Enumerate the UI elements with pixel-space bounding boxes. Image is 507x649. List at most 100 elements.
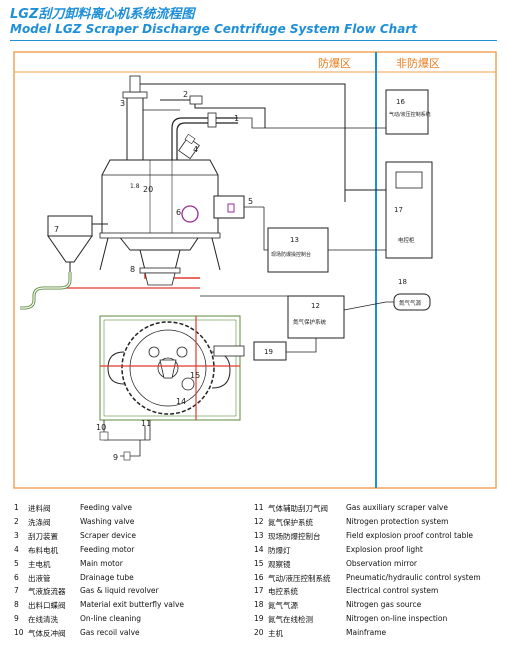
legend-item-english: Feeding motor — [80, 544, 135, 554]
legend-item-number: 16 — [254, 572, 264, 582]
label-18: 18 — [398, 278, 407, 286]
legend-item-english: On-line cleaning — [80, 614, 142, 624]
legend-item-english: Nitrogen on-line inspection — [346, 614, 448, 624]
legend-item-number: 2 — [14, 516, 19, 526]
legend-item: 20 主机 Mainframe — [254, 628, 494, 642]
legend-item-english: Feeding valve — [80, 503, 133, 512]
cleaning-valve — [123, 451, 131, 461]
box-16-number: 16 — [396, 98, 405, 106]
legend-item-number: 19 — [254, 614, 264, 624]
label-1: 1 — [234, 114, 239, 123]
legend-item-chinese: 气液旋流器 — [28, 587, 66, 597]
label-1-8: 1.8 — [130, 183, 140, 190]
box-17-number: 17 — [394, 206, 403, 214]
legend-item-english: Pneumatic/hydraulic control system — [346, 572, 481, 582]
legend-item-chinese: 出料口蝶阀 — [28, 601, 66, 611]
legend-item-number: 8 — [14, 600, 19, 610]
legend-item-number: 9 — [14, 614, 19, 624]
legend-item-chinese: 主机 — [268, 629, 283, 639]
legend-item-english: Scraper device — [80, 530, 137, 540]
discharge-butterfly-valve — [139, 267, 181, 286]
box-16-pneumatic — [385, 89, 429, 135]
legend-item-chinese: 气体辅助刮刀气阀 — [268, 504, 328, 513]
label-20: 20 — [143, 185, 153, 194]
legend-item: 12 氮气保护系统 Nitrogen protection system — [254, 517, 494, 531]
legend-item: 19 氮气在线检测 Nitrogen on-line inspection — [254, 614, 494, 628]
label-8: 8 — [130, 265, 135, 274]
box-13-field-console — [267, 227, 329, 273]
legend-item-english: Washing valve — [80, 516, 135, 526]
box-19-number: 19 — [264, 348, 273, 356]
legend-item-english: Gas auxiliary scraper valve — [346, 503, 448, 512]
zone-label-explosion-proof: 防爆区 — [318, 56, 351, 70]
control-line-top — [140, 83, 346, 202]
label-14: 14 — [176, 397, 186, 406]
legend-item: 3 刮刀装置 Scraper device — [14, 531, 249, 545]
legend-item-english: Nitrogen gas source — [346, 600, 422, 610]
legend-item-english: Material exit butterfly valve — [80, 600, 184, 610]
box-12-nitrogen-protection — [287, 295, 345, 339]
legend-item-english: Drainage tube — [80, 572, 134, 582]
legend-item-number: 20 — [254, 628, 264, 638]
legend-item-chinese: 电控系统 — [268, 587, 298, 597]
legend-item-number: 12 — [254, 516, 264, 526]
label-7: 7 — [54, 225, 59, 234]
line-5-13 — [263, 207, 268, 251]
legend-item-chinese: 观察镜 — [268, 559, 291, 569]
legend-item-chinese: 布料电机 — [28, 545, 58, 555]
title-chinese: LGZ刮刀卸料离心机系统流程图 — [10, 7, 195, 22]
box-18-text: 氮气气源 — [399, 299, 422, 307]
legend-item-number: 17 — [254, 586, 264, 596]
label-11: 11 — [141, 419, 151, 428]
line-12-19 — [286, 338, 317, 353]
legend-item-number: 14 — [254, 544, 264, 554]
washing-line — [160, 95, 266, 128]
legend-item-chinese: 防爆灯 — [268, 545, 291, 555]
label-2: 2 — [183, 90, 188, 99]
legend-item-english: Nitrogen protection system — [346, 516, 449, 526]
legend-item-number: 6 — [14, 572, 19, 582]
box-19-inspection — [253, 341, 287, 361]
line-1-16 — [238, 117, 386, 129]
feeding-pipe — [171, 112, 238, 160]
mainframe — [99, 159, 221, 271]
legend-item-number: 5 — [14, 558, 19, 568]
legend-item-chinese: 刮刀装置 — [28, 531, 58, 541]
box-12-text: 氮气保护系统 — [293, 318, 327, 326]
label-9: 9 — [113, 453, 118, 462]
legend-item-number: 7 — [14, 586, 19, 596]
legend-item-chinese: 气动/液压控制系统 — [268, 573, 331, 583]
line-12-18 — [343, 301, 394, 311]
box-16-text: 气动/液压控制系统 — [389, 111, 431, 118]
cabinet-display — [395, 171, 423, 189]
title-english: Model LGZ Scraper Discharge Centrifuge S… — [10, 22, 417, 36]
legend-item-number: 15 — [254, 558, 264, 568]
legend-item-english: Field explosion proof control table — [346, 530, 474, 540]
label-6: 6 — [176, 208, 181, 217]
legend-item-number: 3 — [14, 530, 19, 540]
legend-item-chinese: 气体反冲阀 — [28, 629, 66, 639]
box-17-text: 电控柜 — [398, 236, 415, 244]
label-5: 5 — [248, 197, 253, 206]
legend-item-chinese: 氮气在线检测 — [268, 615, 313, 625]
legend-item-english: Mainframe — [346, 628, 387, 638]
legend-item-number: 10 — [14, 628, 24, 638]
scraper-device — [122, 75, 180, 161]
legend-item-chinese: 氮气保护系统 — [268, 517, 313, 527]
box-13-text: 现场防爆操控制台 — [271, 251, 311, 258]
main-motor — [213, 195, 264, 219]
legend-item-number: 13 — [254, 530, 264, 540]
recoil-valve — [99, 431, 109, 441]
